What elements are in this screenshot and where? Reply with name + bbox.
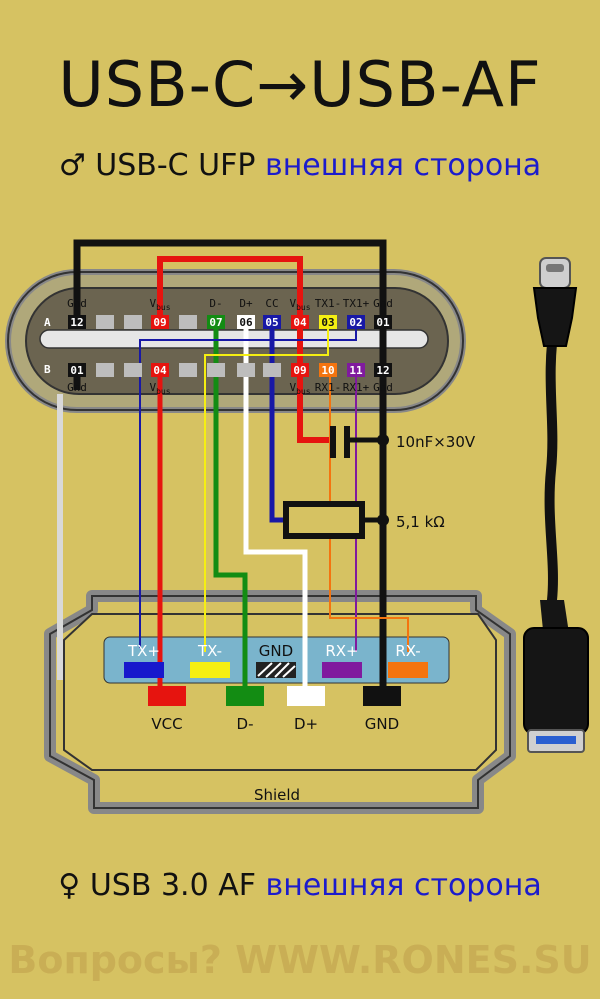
usb-c-pin-b-4 [151,363,169,377]
otg-cable-image [523,257,589,753]
usb-c-pin-number-b-1: 01 [70,364,84,377]
usb-c-pin-a-7 [237,315,255,329]
usb-c-pin-number-b-4: 04 [153,364,167,377]
usb-c-pin-number-a-8: 05 [265,316,278,329]
row-a-letter: A [44,316,51,329]
row-b-letter: B [44,363,51,376]
usb-a-top-pins: TX+ TX- GND RX+ RX- [124,642,428,678]
top-subtitle: ♂ USB-C UFP внешняя сторона [0,148,600,183]
resistor [283,501,389,539]
usb-a-connector [44,590,516,814]
usb-c-pin-label-a-7: D+ [239,297,253,310]
resistor-label: 5,1 kΩ [396,513,445,531]
usb-a-pin-gnd: GND [365,715,399,733]
usb-a-pin-rx-minus: RX- [395,642,420,660]
usb-a-pin-d-minus: D- [237,715,254,733]
usb-c-pin-label-a-6: D- [209,297,222,310]
usb-c-pin-b-8 [263,363,281,377]
usb-c-pin-number-a-4: 09 [153,316,166,329]
shield-label: Shield [254,786,300,804]
usb-c-pin-number-a-9: 04 [293,316,307,329]
usb-c-pin-a-2 [96,315,114,329]
footer-watermark: Вопросы? WWW.RONES.SU [8,938,592,982]
usb-c-pin-a-6 [207,315,225,329]
usb-a-pin-gnd-top: GND [259,642,293,660]
usb-a-pin-d-plus: D+ [294,715,318,733]
wires [57,239,409,690]
usb-c-pin-a-12 [374,315,392,329]
usb-c-pin-a-11 [347,315,365,329]
usb-c-pin-label-b-1: Gnd [67,381,87,394]
usb-c-pin-a-10 [319,315,337,329]
usb-c-pin-number-a-7: 06 [239,316,253,329]
usb-c-pin-b-5 [179,363,197,377]
usb-c-pin-number-a-12: 01 [376,316,390,329]
usb-c-pin-number-b-11: 11 [349,364,363,377]
usb-c-pin-b-12 [374,363,392,377]
usb-c-pin-a-9 [291,315,309,329]
usb-c-pin-a-8 [263,315,281,329]
usb-c-pin-b-6 [207,363,225,377]
top-subtitle-accent: внешняя сторона [265,148,542,183]
usb-a-pin-tx-plus: TX+ [127,642,160,660]
usb-a-pin-vcc: VCC [151,715,182,733]
usb-c-pin-b-11 [347,363,365,377]
usb-c-pin-a-5 [179,315,197,329]
bottom-subtitle-accent: внешняя сторона [265,868,542,903]
usb-c-pin-a-3 [124,315,142,329]
usb-c-pin-label-a-1: Gnd [67,297,87,310]
usb-c-pin-number-b-9: 09 [293,364,306,377]
top-subtitle-main: USB-C UFP [95,148,256,183]
usb-c-pin-number-a-1: 12 [70,316,83,329]
usb-c-pin-b-2 [96,363,114,377]
capacitor [330,426,389,458]
usb-c-pin-label-a-10: TX1- [315,297,342,310]
usb-c-pin-b-10 [319,363,337,377]
usb-c-pin-b-9 [291,363,309,377]
bottom-subtitle: ♀ USB 3.0 AF внешняя сторона [0,868,600,903]
usb-c-pin-a-1 [68,315,86,329]
usb-c-pin-b-1 [68,363,86,377]
bottom-subtitle-main: USB 3.0 AF [89,868,256,903]
usb-c-pin-label-a-11: TX1+ [343,297,370,310]
male-symbol-icon: ♂ [58,148,86,183]
usb-c-pin-a-4 [151,315,169,329]
usb-c-pin-number-a-6: 07 [209,316,222,329]
usb-c-pin-number-b-12: 12 [376,364,389,377]
usb-c-pin-number-b-10: 10 [321,364,334,377]
usb-c-pin-label-b-10: RX1- [315,381,342,394]
usb-c-pin-b-7 [237,363,255,377]
usb-c-pin-number-a-10: 03 [321,316,334,329]
usb-c-pin-label-b-11: RX1+ [343,381,370,394]
capacitor-label: 10nF×30V [396,433,476,451]
page-title: USB-C→USB-AF [58,48,542,121]
usb-a-bottom-pins: VCC D- D+ GND [148,686,401,733]
usb-a-pin-tx-minus: TX- [197,642,222,660]
usb-c-pin-label-a-12: Gnd [373,297,393,310]
usb-c-pin-label-b-12: Gnd [373,381,393,394]
usb-a-pin-rx-plus: RX+ [325,642,358,660]
usb-c-pin-label-a-8: CC [265,297,278,310]
female-symbol-icon: ♀ [58,868,81,903]
usb-c-pin-number-a-11: 02 [349,316,362,329]
usb-c-pin-b-3 [124,363,142,377]
